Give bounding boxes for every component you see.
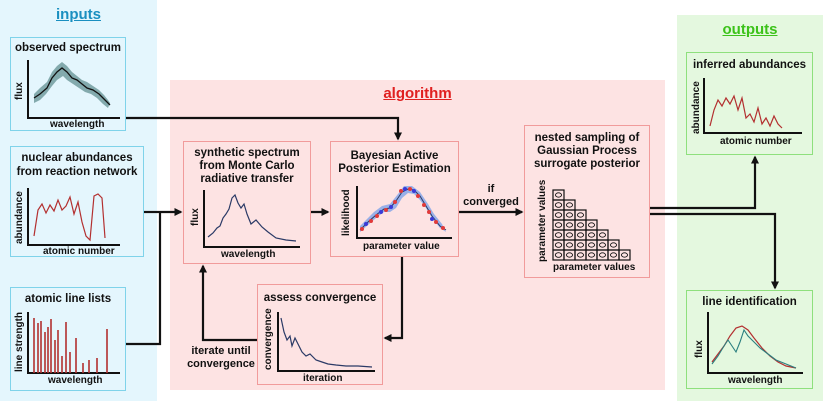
observed-spectrum-card: observed spectrum	[10, 37, 126, 131]
corner-ellipses	[554, 192, 628, 258]
arrow-bape-to-convergence	[383, 257, 404, 342]
flow-arrows	[126, 116, 779, 346]
convergence-axes	[277, 312, 375, 372]
arrow-nested-to-lineid	[650, 212, 779, 290]
atomic-line-lists-title: atomic line lists	[24, 293, 112, 305]
iterate-line1: iterate until	[191, 345, 251, 357]
synthetic-axes	[203, 190, 300, 248]
nuclear-xlabel: atomic number	[43, 246, 115, 257]
inferred-curve	[709, 94, 783, 129]
inferred-axes	[703, 78, 802, 134]
bape-points-blue	[364, 187, 434, 226]
iterate-label: iterate until convergence	[186, 345, 256, 371]
inferred-xlabel: atomic number	[720, 136, 792, 147]
inferred-abundances-title: inferred abundances	[692, 59, 807, 71]
lineid-xlabel: wavelength	[728, 375, 783, 386]
nuclear-curve	[33, 193, 106, 242]
bape-title-1: Bayesian Active	[350, 150, 439, 162]
observed-axes	[27, 60, 120, 119]
convergence-curve	[280, 317, 373, 368]
bape-axes	[356, 186, 452, 239]
if-converged-label: if converged	[462, 183, 520, 209]
lineid-axes	[707, 312, 803, 374]
synthetic-title-2: from Monte Carlo	[199, 160, 295, 172]
line-identification-title: line identification	[702, 296, 797, 308]
lineid-curve-teal	[711, 328, 797, 369]
bape-points-red	[360, 187, 445, 231]
arrow-nested-to-abundances	[650, 155, 759, 210]
observed-band	[34, 62, 110, 108]
synthetic-title-3: radiative transfer	[200, 173, 294, 185]
lines-xlabel: wavelength	[48, 375, 103, 386]
synthetic-ylabel: flux	[190, 208, 201, 226]
synthetic-xlabel: wavelength	[221, 249, 276, 260]
lineid-ylabel: flux	[694, 340, 705, 358]
observed-spectrum-title: observed spectrum	[14, 42, 122, 54]
nuclear-axes	[27, 188, 120, 246]
synthetic-spectrum-plot	[203, 190, 300, 248]
observed-ylabel: flux	[14, 82, 25, 100]
algorithm-title: algorithm	[383, 85, 452, 102]
synthetic-title-1: synthetic spectrum	[194, 147, 300, 159]
line-identification-plot	[707, 312, 803, 374]
bape-title-2: Posterior Estimation	[338, 163, 451, 175]
corner-cells	[552, 189, 631, 261]
arrow-lines-to-merge	[126, 212, 162, 346]
inputs-title: inputs	[56, 6, 101, 23]
nested-title-1: nested sampling of	[534, 132, 640, 144]
bape-ylabel: likelihood	[341, 189, 352, 236]
outputs-title: outputs	[722, 21, 778, 38]
bape-band	[360, 186, 446, 232]
line-bars	[33, 318, 108, 373]
arrow-observed-to-bape	[126, 116, 402, 141]
if-converged-line1: if	[487, 183, 495, 195]
if-converged-line2: converged	[463, 196, 519, 208]
nested-sampling-card: nested sampling of Gaussian Process surr…	[524, 125, 650, 278]
inferred-abundances-card: inferred abundances	[686, 52, 813, 155]
observed-xlabel: wavelength	[50, 119, 105, 130]
observed-curve	[33, 67, 111, 106]
convergence-plot	[277, 312, 375, 372]
arrow-convergence-to-synthetic	[199, 264, 257, 342]
lineid-curve-red	[711, 325, 797, 369]
bape-plot	[356, 186, 452, 239]
atomic-lines-plot	[27, 312, 120, 374]
synthetic-curve	[207, 193, 297, 242]
corner-plot	[552, 189, 631, 261]
lines-ylabel: line strength	[14, 311, 25, 372]
nuclear-abundances-title-1: nuclear abundances	[21, 152, 133, 164]
nuclear-abundances-plot	[27, 188, 120, 246]
nested-ylabel: parameter values	[537, 179, 548, 262]
bape-xlabel: parameter value	[363, 241, 440, 252]
nuclear-ylabel: abundance	[14, 191, 25, 244]
nested-title-2: Gaussian Process	[537, 145, 637, 157]
inferred-ylabel: abundance	[691, 81, 702, 134]
convergence-ylabel: convergence	[263, 308, 274, 370]
nested-title-3: surrogate posterior	[533, 158, 641, 170]
nuclear-abundances-title-2: from reaction network	[16, 166, 138, 178]
convergence-xlabel: iteration	[303, 373, 343, 384]
iterate-line2: convergence	[187, 358, 255, 370]
observed-spectrum-plot	[27, 60, 120, 119]
inferred-abundances-plot	[703, 78, 802, 134]
nested-xlabel: parameter values	[553, 262, 636, 273]
convergence-title: assess convergence	[263, 292, 377, 304]
nuclear-abundances-card: nuclear abundances from reaction network	[10, 146, 144, 257]
